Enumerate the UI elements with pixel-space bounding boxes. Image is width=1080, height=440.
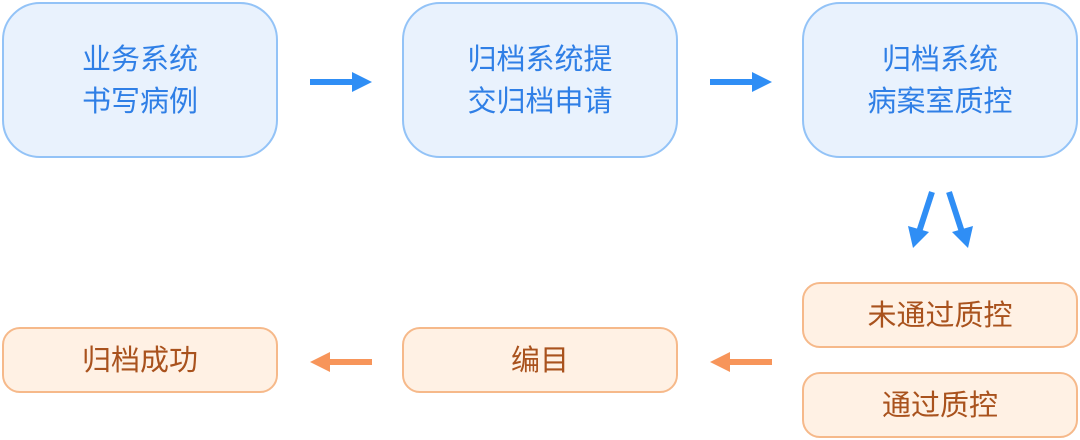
- node-write-record: 业务系统 书写病例: [2, 2, 278, 158]
- node-qc-room: 归档系统 病案室质控: [802, 2, 1078, 158]
- node-qc-passed: 通过质控: [802, 372, 1078, 438]
- node-catalog: 编目: [402, 327, 678, 393]
- node-write-record-line1: 业务系统: [81, 42, 198, 76]
- arrow-split-left: [908, 191, 935, 248]
- node-qc-room-line2: 病案室质控: [867, 84, 1013, 118]
- arrow-left-1: [710, 352, 772, 372]
- node-qc-passed-label: 通过质控: [881, 388, 998, 422]
- node-submit-archive-line1: 归档系统提: [467, 42, 613, 76]
- node-qc-failed-label: 未通过质控: [867, 298, 1013, 332]
- node-archive-done-label: 归档成功: [81, 343, 198, 377]
- arrow-split-right: [946, 191, 973, 248]
- node-qc-room-line1: 归档系统: [881, 42, 998, 76]
- arrow-right-1: [310, 72, 372, 92]
- node-archive-done: 归档成功: [2, 327, 278, 393]
- node-catalog-label: 编目: [510, 343, 569, 377]
- node-submit-archive-line2: 交归档申请: [467, 84, 613, 118]
- node-submit-archive: 归档系统提 交归档申请: [402, 2, 678, 158]
- node-qc-failed: 未通过质控: [802, 282, 1078, 348]
- node-write-record-line2: 书写病例: [81, 84, 198, 118]
- arrow-right-2: [710, 72, 772, 92]
- arrow-left-2: [310, 352, 372, 372]
